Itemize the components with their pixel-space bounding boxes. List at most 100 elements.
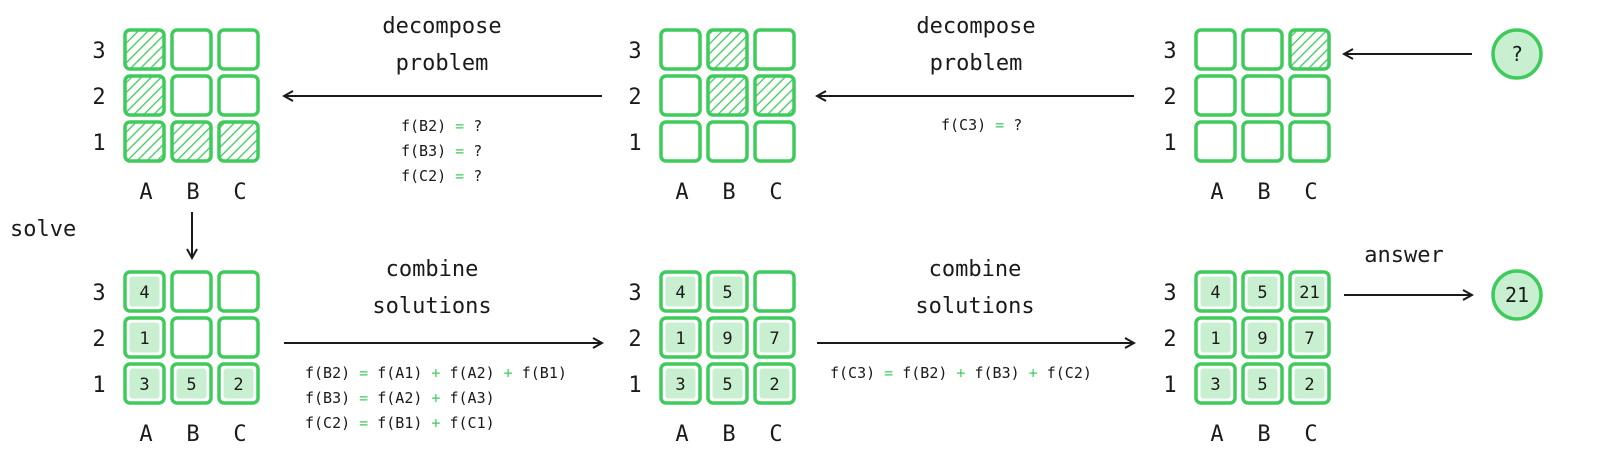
cell-C2 [217, 74, 260, 117]
cell-C2 [1288, 74, 1331, 117]
cell-fill-A2 [665, 322, 696, 353]
row-label-1: 1 [92, 131, 105, 156]
cell-fill-B1 [176, 368, 207, 399]
equation-term: f(B3) [401, 142, 446, 160]
equation-term: f(A3) [450, 389, 495, 407]
cell-value-B1: 5 [186, 375, 196, 395]
equation-line: f(C3) = f(B2) + f(B3) + f(C2) [830, 364, 1092, 382]
equation-line: f(B2) = ? [401, 117, 482, 135]
cell-fill-B1 [712, 368, 743, 399]
equation-line: f(C2) = f(B1) + f(C1) [305, 414, 495, 432]
cell-value-C1: 2 [233, 375, 243, 395]
row-label-1: 1 [1163, 131, 1176, 156]
row-label-1: 1 [92, 373, 105, 398]
cell-fill-C1 [223, 368, 254, 399]
cell-value-B3: 5 [722, 283, 732, 303]
row-label-3: 3 [628, 39, 641, 64]
cell-fill-C1 [1294, 368, 1325, 399]
cell-C1 [217, 120, 260, 163]
question-mark: ? [1511, 42, 1523, 66]
combine-label-1-line2: solutions [372, 294, 491, 319]
cell-B2 [1241, 74, 1284, 117]
cell-fill-C3 [1294, 276, 1325, 307]
row-label-2: 2 [628, 85, 641, 110]
cell-B3 [170, 270, 213, 313]
cell-C2 [753, 74, 796, 117]
decompose-label-2-line2: problem [930, 51, 1023, 76]
cell-value-B2: 9 [1257, 329, 1267, 349]
cell-B2 [706, 74, 749, 117]
equation-operator: = [446, 142, 473, 160]
cell-C3 [217, 270, 260, 313]
cell-fill-A2 [129, 322, 160, 353]
answer-value: 21 [1505, 283, 1529, 307]
equation-term: f(A2) [377, 389, 422, 407]
cell-A2 [1194, 74, 1237, 117]
column-label-B: B [722, 180, 735, 205]
equation-term: f(B2) [305, 364, 350, 382]
cell-value-A1: 3 [675, 375, 685, 395]
question-node: ? [1491, 28, 1543, 80]
column-label-B: B [1257, 422, 1270, 447]
equation-operator: = [446, 167, 473, 185]
equation-term: f(C1) [450, 414, 495, 432]
cell-C3 [753, 28, 796, 71]
column-label-C: C [233, 422, 246, 447]
cell-value-C2: 7 [1304, 329, 1314, 349]
cell-value-A2: 1 [139, 329, 149, 349]
answer-label: answer [1364, 243, 1443, 268]
column-label-A: A [139, 422, 152, 447]
column-label-C: C [769, 180, 782, 205]
equation-term: ? [473, 167, 482, 185]
cell-B1 [170, 120, 213, 163]
cell-C3 [1288, 28, 1331, 71]
column-label-B: B [186, 180, 199, 205]
row-label-2: 2 [92, 85, 105, 110]
cell-value-B1: 5 [722, 375, 732, 395]
combine-label-2-line2: solutions [915, 294, 1034, 319]
cell-value-A3: 4 [1210, 283, 1220, 303]
column-label-A: A [1210, 180, 1223, 205]
equation-line: f(C3) = ? [941, 116, 1022, 134]
column-label-C: C [1304, 180, 1317, 205]
equation-operator: + [495, 364, 522, 382]
cell-B3 [170, 28, 213, 71]
decompose-equations-1: f(B2) = ?f(B3) = ?f(C2) = ? [401, 117, 482, 185]
equation-operator: + [947, 364, 974, 382]
row-label-3: 3 [628, 281, 641, 306]
cell-A2 [123, 74, 166, 117]
equation-operator: = [446, 117, 473, 135]
cell-fill-B3 [712, 276, 743, 307]
row-label-3: 3 [92, 39, 105, 64]
cell-value-C3: 21 [1299, 283, 1319, 303]
column-label-C: C [1304, 422, 1317, 447]
column-label-B: B [722, 422, 735, 447]
cell-fill-A3 [665, 276, 696, 307]
cell-A1 [1194, 120, 1237, 163]
cell-fill-C1 [759, 368, 790, 399]
equation-term: f(A2) [450, 364, 495, 382]
equation-term: f(C3) [941, 116, 986, 134]
decompose-equations-2: f(C3) = ? [941, 116, 1022, 134]
combine-equations-2: f(C3) = f(B2) + f(B3) + f(C2) [830, 364, 1092, 382]
equation-line: f(C2) = ? [401, 167, 482, 185]
equation-term: f(B2) [902, 364, 947, 382]
combine-label-1-line1: combine [386, 257, 479, 282]
equation-line: f(B2) = f(A1) + f(A2) + f(B1) [305, 364, 567, 382]
column-label-A: A [675, 180, 688, 205]
equation-term: f(C2) [305, 414, 350, 432]
cell-value-A1: 3 [139, 375, 149, 395]
row-label-2: 2 [1163, 85, 1176, 110]
row-label-3: 3 [1163, 281, 1176, 306]
cell-B3 [706, 28, 749, 71]
equation-term: f(B1) [522, 364, 567, 382]
cell-C2 [217, 316, 260, 359]
equation-term: ? [473, 117, 482, 135]
cell-B2 [170, 316, 213, 359]
